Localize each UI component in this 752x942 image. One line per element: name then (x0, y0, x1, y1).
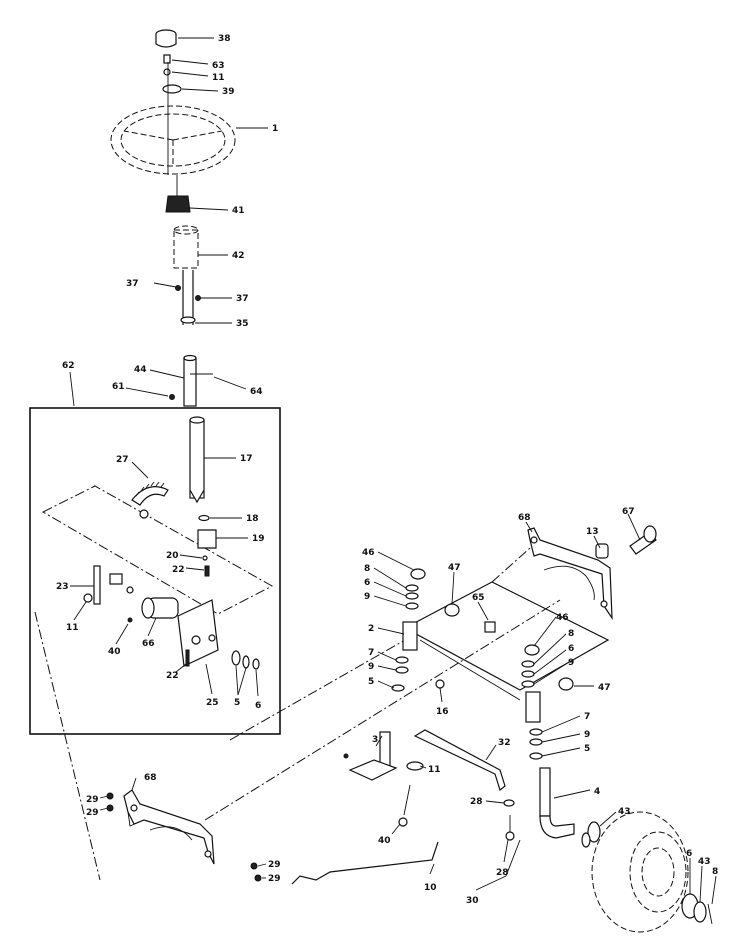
callout-9: 9 (368, 662, 374, 672)
callout-4: 4 (594, 787, 600, 797)
callout-19: 19 (252, 534, 265, 544)
callout-17: 17 (240, 454, 253, 464)
callout-29: 29 (268, 860, 281, 870)
callout-40: 40 (108, 647, 121, 657)
callout-16: 16 (436, 707, 449, 717)
callout-20: 20 (166, 551, 179, 561)
callout-9: 9 (364, 592, 370, 602)
callout-42: 42 (232, 251, 245, 261)
callout-46: 46 (362, 548, 375, 558)
callout-62: 62 (62, 361, 75, 371)
callout-5: 5 (368, 677, 374, 687)
callout-7: 7 (584, 712, 590, 722)
callout-46: 46 (556, 613, 569, 623)
callout-5: 5 (584, 744, 590, 754)
callout-23: 23 (56, 582, 69, 592)
inset-steering-gear-box (29, 407, 281, 881)
callout-64: 64 (250, 387, 263, 397)
callout-9: 9 (584, 730, 590, 740)
callout-44: 44 (134, 365, 147, 375)
callout-18: 18 (246, 514, 259, 524)
callout-29: 29 (268, 874, 281, 884)
callouts: 38 63 11 39 1 41 42 37 37 35 62 44 61 64… (56, 34, 718, 906)
callout-47: 47 (448, 563, 461, 573)
callout-25: 25 (206, 698, 219, 708)
callout-47: 47 (598, 683, 611, 693)
callout-6: 6 (364, 578, 370, 588)
callout-2: 2 (368, 624, 374, 634)
callout-3: 3 (372, 735, 378, 745)
callout-37: 37 (236, 294, 249, 304)
callout-61: 61 (112, 382, 125, 392)
callout-6: 6 (255, 701, 261, 711)
callout-67: 67 (622, 507, 635, 517)
callout-28: 28 (496, 868, 509, 878)
callout-38: 38 (218, 34, 231, 44)
callout-22: 22 (172, 565, 185, 575)
callout-22: 22 (166, 671, 179, 681)
callout-13: 13 (586, 527, 599, 537)
callout-32: 32 (498, 738, 511, 748)
callout-10: 10 (424, 883, 437, 893)
callout-28: 28 (470, 797, 483, 807)
callout-39: 39 (222, 87, 235, 97)
callout-29: 29 (86, 795, 99, 805)
callout-30: 30 (466, 896, 479, 906)
callout-1: 1 (272, 124, 278, 134)
callout-6: 6 (686, 849, 692, 859)
callout-11: 11 (428, 765, 441, 775)
callout-41: 41 (232, 206, 245, 216)
callout-8: 8 (712, 867, 718, 877)
callout-35: 35 (236, 319, 249, 329)
callout-6: 6 (568, 644, 574, 654)
steering-column-assembly (110, 29, 236, 407)
callout-29: 29 (86, 808, 99, 818)
callout-68: 68 (144, 773, 157, 783)
callout-37: 37 (126, 279, 139, 289)
callout-43: 43 (698, 857, 711, 867)
callout-43: 43 (618, 807, 631, 817)
callout-9: 9 (568, 658, 574, 668)
callout-27: 27 (116, 455, 129, 465)
callout-11: 11 (212, 73, 225, 83)
front-axle-assembly (106, 525, 713, 933)
callout-40: 40 (378, 836, 391, 846)
callout-65: 65 (472, 593, 485, 603)
callout-5: 5 (234, 698, 240, 708)
callout-7: 7 (368, 648, 374, 658)
callout-68: 68 (518, 513, 531, 523)
callout-63: 63 (212, 61, 225, 71)
callout-66: 66 (142, 639, 155, 649)
callout-8: 8 (364, 564, 370, 574)
callout-8: 8 (568, 629, 574, 639)
callout-11: 11 (66, 623, 79, 633)
